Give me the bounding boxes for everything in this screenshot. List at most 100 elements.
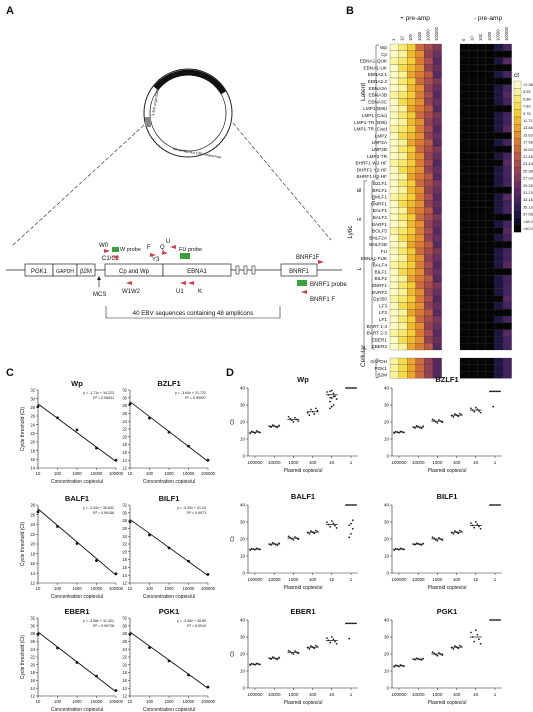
heatmap-cell bbox=[494, 241, 504, 249]
heatmap-cell-cellular bbox=[494, 364, 504, 372]
heatmap-row-label: EBNA3A bbox=[369, 86, 388, 91]
heatmap-cell bbox=[485, 207, 495, 215]
heatmap-cell bbox=[424, 118, 434, 126]
heatmap-cell bbox=[459, 166, 469, 174]
heatmap-cell bbox=[398, 152, 408, 160]
std-curve-point bbox=[187, 673, 190, 677]
w-probe-box bbox=[112, 247, 119, 252]
legend-label: <38.05 bbox=[523, 219, 533, 224]
heatmap-cell bbox=[459, 91, 469, 99]
heatmap-cell bbox=[502, 309, 512, 317]
bnrf1-probe-box bbox=[297, 280, 307, 286]
legend-swatch bbox=[513, 124, 522, 132]
x-axis-label: Concentration copies/ul bbox=[143, 594, 195, 600]
legend-swatch bbox=[513, 109, 522, 118]
heatmap-cell bbox=[389, 207, 399, 215]
heatmap-cell bbox=[477, 275, 486, 283]
heatmap-cell bbox=[494, 200, 504, 208]
legend-swatch bbox=[513, 174, 522, 182]
heatmap-cell bbox=[468, 247, 478, 255]
heatmap-cell bbox=[415, 139, 425, 147]
heatmap-cell-cellular bbox=[432, 357, 442, 365]
heatmap-cell bbox=[494, 71, 504, 79]
heatmap-cell bbox=[502, 179, 512, 187]
dot-plot-point bbox=[492, 504, 495, 506]
heatmap-cell bbox=[432, 98, 442, 106]
heatmap-cell bbox=[432, 193, 442, 201]
heatmap-cell bbox=[415, 111, 425, 119]
heatmap-cell bbox=[502, 186, 512, 194]
heatmap-cell bbox=[485, 268, 495, 276]
dot-plot-point bbox=[258, 663, 261, 666]
dot-plot-point bbox=[314, 529, 317, 532]
dot-plot-point bbox=[335, 527, 338, 529]
heatmap-row-label: BMRF1 bbox=[371, 201, 387, 206]
dot-plot-point bbox=[494, 390, 496, 393]
heatmap-cell bbox=[494, 343, 504, 351]
y-tick-label: 20 bbox=[30, 662, 35, 667]
dot-plot-point bbox=[396, 431, 399, 434]
heatmap-cell bbox=[459, 111, 469, 119]
dot-plot-outlier bbox=[329, 400, 331, 403]
std-curve-point bbox=[75, 428, 79, 432]
x-tick-label: 1 bbox=[350, 577, 353, 582]
heatmap-row-label: EBER2 bbox=[372, 344, 388, 349]
dot-plot-point bbox=[252, 548, 255, 551]
y-tick-label: 22 bbox=[122, 655, 127, 660]
dot-plot-point bbox=[274, 657, 277, 660]
heatmap-cell bbox=[477, 105, 486, 113]
x-axis-label: Concentration copies/ul bbox=[143, 479, 195, 485]
std-curve-title: BZLF1 bbox=[157, 379, 180, 388]
heatmap-cell bbox=[415, 234, 425, 242]
heatmap-cell bbox=[485, 57, 495, 65]
x-tick-label: 10000 bbox=[268, 692, 281, 697]
dot-plot-outlier bbox=[492, 405, 495, 408]
heatmap-cell bbox=[485, 309, 495, 317]
x-tick-label: 10000 bbox=[183, 471, 195, 476]
plasmid-outer-ring bbox=[143, 68, 233, 158]
dot-plot-point bbox=[289, 417, 292, 420]
y-tick-label: 28 bbox=[30, 631, 35, 636]
dot-plot-point bbox=[353, 387, 356, 389]
heatmap-cell bbox=[477, 193, 486, 201]
dot-plot-point bbox=[393, 432, 396, 434]
dot-plot-point bbox=[402, 665, 405, 668]
y-tick-label: 32 bbox=[30, 388, 35, 393]
heatmap-cell-cellular bbox=[477, 364, 486, 372]
heatmap-cell bbox=[389, 139, 399, 147]
heatmap-cell bbox=[477, 241, 486, 249]
x-tick-label: 1000 bbox=[72, 471, 82, 476]
y-tick-label: 18 bbox=[30, 670, 35, 675]
legend-swatch bbox=[513, 131, 522, 139]
heatmap-cell bbox=[432, 200, 442, 208]
heatmap-cell bbox=[398, 43, 408, 51]
heatmap-cell bbox=[424, 200, 434, 208]
small-segment-1 bbox=[235, 265, 240, 275]
x-tick-label: 1000 bbox=[288, 460, 299, 465]
std-curve-point bbox=[128, 632, 132, 636]
heatmap-cell bbox=[459, 207, 469, 215]
heatmap-cell bbox=[398, 139, 408, 147]
dot-plot-point bbox=[490, 504, 493, 506]
heatmap-cell bbox=[398, 98, 408, 106]
dot-plot-point bbox=[438, 419, 440, 421]
label-fu-probe: FU probe bbox=[179, 247, 202, 253]
heatmap-cell bbox=[424, 254, 434, 262]
heatmap-cell bbox=[424, 186, 434, 194]
dot-plot-point bbox=[492, 390, 495, 393]
heatmap-cell bbox=[459, 186, 469, 194]
heatmap-cell bbox=[494, 159, 504, 167]
heatmap-cell bbox=[459, 220, 469, 228]
x-tick-label: 100 bbox=[54, 586, 62, 591]
x-tick-label: 100 bbox=[453, 692, 461, 697]
dot-plot-point bbox=[470, 522, 472, 525]
heatmap-cell bbox=[485, 43, 495, 51]
heatmap-row-label: LMP1-TR (Cao) bbox=[354, 127, 388, 132]
heatmap-cell bbox=[415, 220, 425, 228]
heatmap-cell bbox=[389, 98, 399, 106]
x-tick-label: 1000 bbox=[72, 699, 82, 704]
heatmap-cell bbox=[485, 84, 495, 92]
heatmap-cell bbox=[398, 241, 408, 249]
heatmap-cell bbox=[407, 71, 416, 79]
